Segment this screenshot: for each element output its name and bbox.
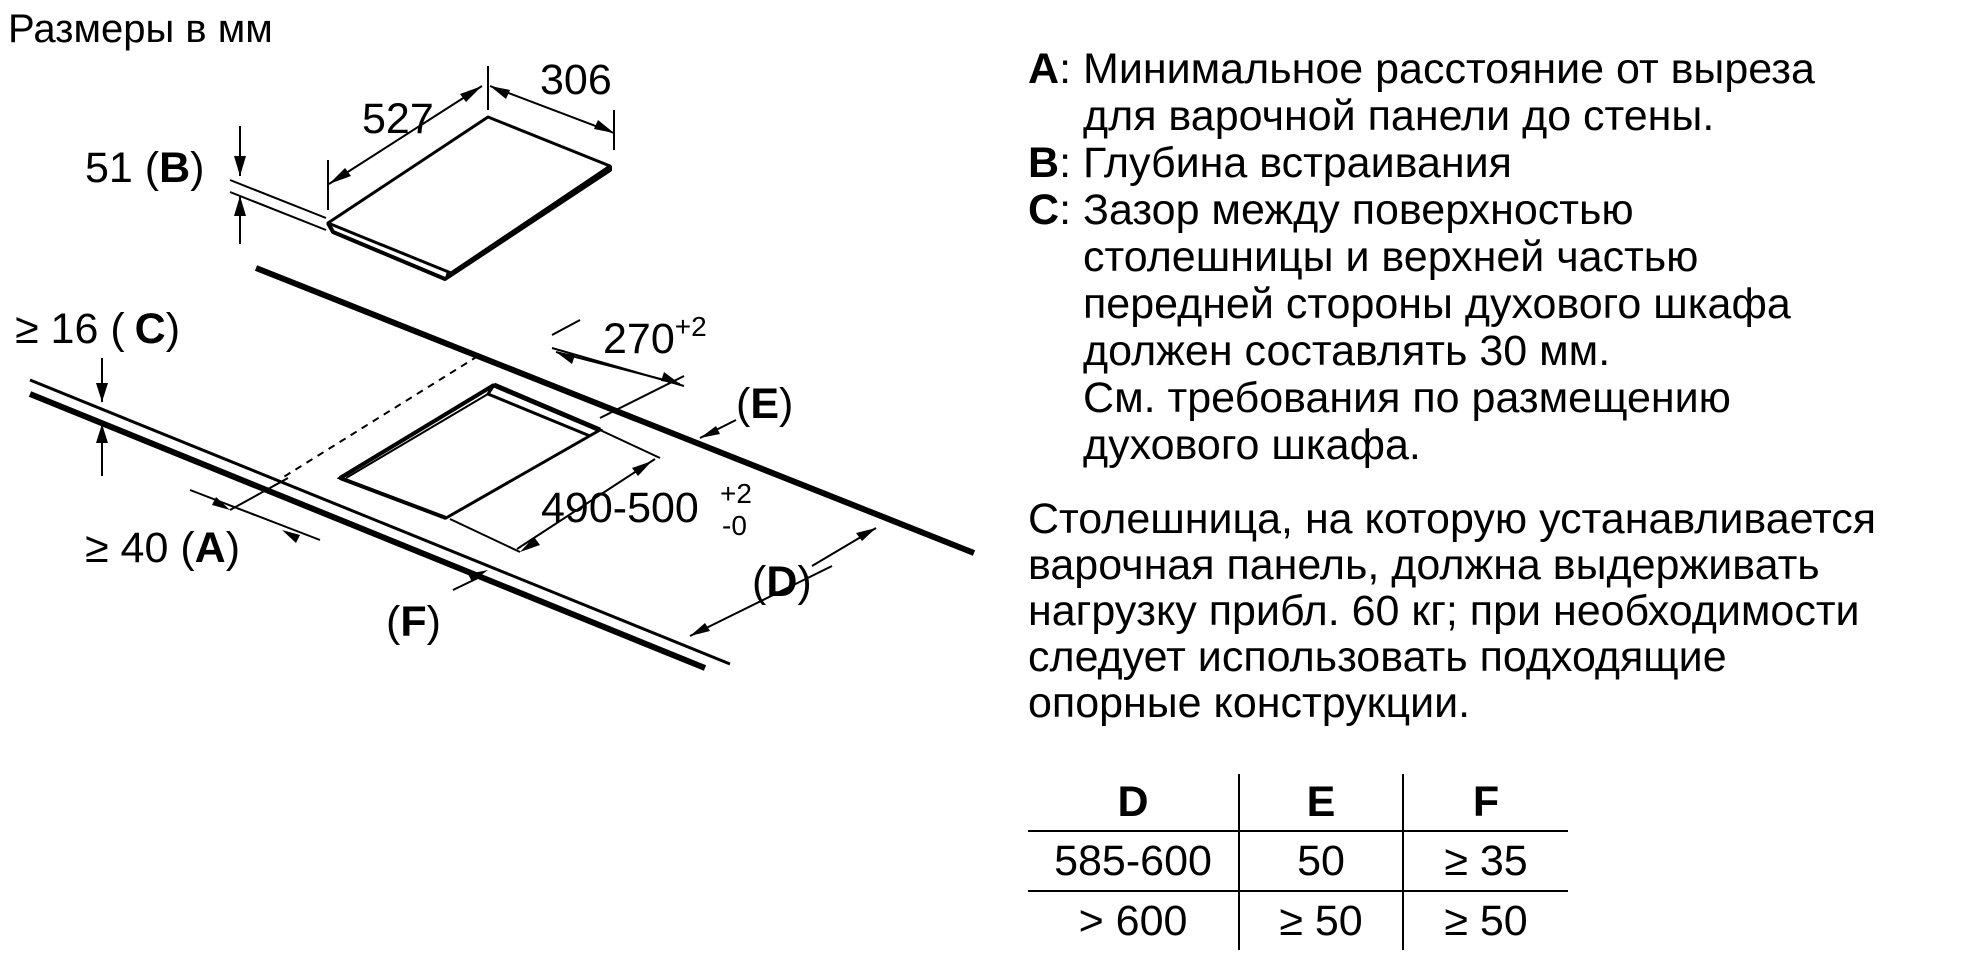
label-e: (E) bbox=[736, 380, 793, 428]
label-width-527: 527 bbox=[362, 95, 434, 143]
note-line: следует использовать подходящие bbox=[1028, 633, 1727, 681]
label-cutout-width-tol-upper: +2 bbox=[720, 478, 752, 509]
note-line: Столешница, на которую устанавливается bbox=[1028, 495, 1877, 543]
legend-colon: : bbox=[1059, 45, 1072, 93]
table-cell: ≥ 50 bbox=[1238, 891, 1403, 950]
table-cell: ≥ 35 bbox=[1402, 831, 1568, 892]
legend-key: C bbox=[1028, 186, 1060, 234]
label-f: (F) bbox=[386, 598, 441, 646]
hob-dimension-arrows bbox=[234, 86, 614, 216]
table-row: > 600 ≥ 50 ≥ 50 bbox=[1028, 891, 1568, 950]
legend-text: Минимальное расстояние от выреза для вар… bbox=[1083, 46, 1815, 140]
label-wall-distance-a: ≥ 40 (A) bbox=[85, 524, 240, 572]
table-cell: ≥ 50 bbox=[1402, 891, 1568, 950]
hob-outline bbox=[326, 115, 612, 281]
note-line: варочная панель, должна выдерживать bbox=[1028, 541, 1820, 589]
legend-line: передней стороны духового шкафа bbox=[1083, 280, 1791, 328]
legend-line: для варочной панели до стены. bbox=[1083, 92, 1715, 140]
installation-diagram: Размеры в мм bbox=[8, 7, 976, 671]
table-cell: 585-600 bbox=[1028, 831, 1239, 892]
note-line: опорные конструкции. bbox=[1028, 679, 1471, 727]
label-height-b: 51 (B) bbox=[85, 144, 205, 192]
label-cutout-depth-270: 270+2 bbox=[603, 311, 707, 363]
label-cutout-width-490-500: 490-500 bbox=[541, 484, 699, 532]
legend-colon: : bbox=[1059, 139, 1072, 187]
table-cell: > 600 bbox=[1078, 896, 1188, 945]
diagram-title: Размеры в мм bbox=[8, 7, 273, 51]
load-note: Столешница, на которую устанавливается в… bbox=[1028, 496, 1972, 726]
table-header-d: D bbox=[1028, 774, 1239, 832]
dimension-labels: 527 306 51 (B) ≥ 16 (C) 270+2 (E) 490-50… bbox=[15, 56, 812, 646]
label-gap-c: ≥ 16 (C) bbox=[15, 305, 180, 353]
legend-item-c: C: Зазор между поверхностью столешницы и… bbox=[1028, 187, 1968, 469]
legend-line: духового шкафа. bbox=[1083, 421, 1421, 469]
cutout-outline bbox=[336, 382, 604, 520]
hob-dimension-lines bbox=[229, 66, 615, 244]
cutout-dimension-arrows bbox=[96, 352, 876, 636]
legend-colon: : bbox=[1059, 186, 1072, 234]
legend-item-a: A: Минимальное расстояние от выреза для … bbox=[1028, 46, 1968, 140]
label-cutout-width-tol-lower: -0 bbox=[722, 510, 747, 541]
table-header-row: D E F bbox=[1028, 774, 1568, 832]
legend: A: Минимальное расстояние от выреза для … bbox=[1028, 46, 1968, 469]
legend-line: Минимальное расстояние от выреза bbox=[1083, 45, 1815, 93]
legend-line: должен составлять 30 мм. bbox=[1083, 327, 1611, 375]
label-d: (D) bbox=[752, 558, 812, 606]
legend-item-b: B: Глубина встраивания bbox=[1028, 140, 1968, 187]
table-header-e: E bbox=[1238, 774, 1403, 832]
note-line: нагрузку прибл. 60 кг; при необходимости bbox=[1028, 587, 1860, 635]
table-cell: 50 bbox=[1238, 831, 1403, 892]
legend-line: Зазор между поверхностью bbox=[1083, 186, 1634, 234]
legend-line: столешницы и верхней частью bbox=[1083, 233, 1699, 281]
table-header-f: F bbox=[1402, 774, 1568, 832]
legend-text: Глубина встраивания bbox=[1083, 140, 1512, 187]
dimensions-table: D E F 585-600 50 ≥ 35 > 600 ≥ 50 ≥ 50 bbox=[1028, 774, 1568, 950]
label-depth-306: 306 bbox=[540, 56, 612, 104]
legend-line: Глубина встраивания bbox=[1083, 139, 1512, 187]
legend-key: A bbox=[1028, 45, 1060, 93]
legend-line: См. требования по размещению bbox=[1083, 374, 1731, 422]
legend-key: B bbox=[1028, 139, 1060, 187]
table-row: 585-600 50 ≥ 35 bbox=[1028, 831, 1568, 892]
legend-text: Зазор между поверхностью столешницы и ве… bbox=[1083, 187, 1791, 469]
